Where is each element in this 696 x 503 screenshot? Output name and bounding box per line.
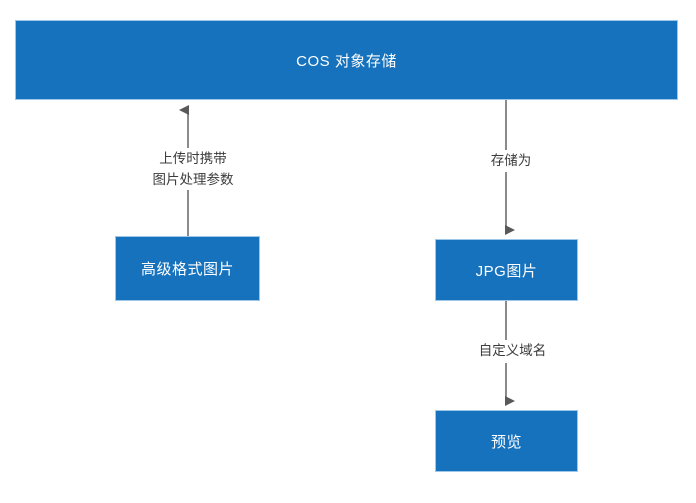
edge-label-upload-line2: 图片处理参数	[152, 172, 234, 187]
node-jpg-image-label: JPG图片	[475, 262, 538, 280]
node-preview[interactable]: 预览	[435, 410, 578, 472]
node-advanced-format-image-label: 高级格式图片	[140, 261, 234, 278]
node-jpg-image[interactable]: JPG图片	[435, 239, 578, 301]
edge-label-domain: 自定义域名	[445, 340, 580, 361]
edge-label-upload: 上传时携带 图片处理参数	[118, 148, 268, 190]
node-preview-label: 预览	[490, 433, 522, 451]
edge-label-upload-line1: 上传时携带	[159, 151, 227, 166]
node-cos-object-storage[interactable]: COS 对象存储	[15, 20, 678, 100]
node-cos-object-storage-label: COS 对象存储	[296, 52, 397, 70]
node-advanced-format-image[interactable]: 高级格式图片	[115, 236, 260, 301]
edge-label-store: 存储为	[456, 150, 566, 171]
